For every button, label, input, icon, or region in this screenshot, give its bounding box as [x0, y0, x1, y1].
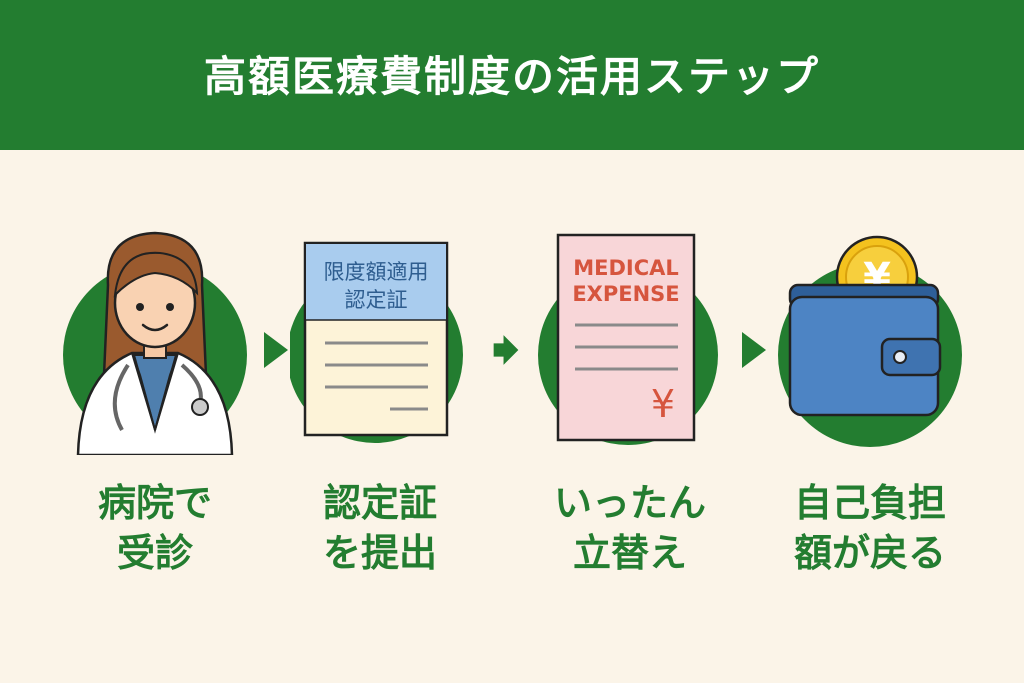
bill-line1: MEDICAL [573, 256, 679, 280]
bill-line2: EXPENSE [572, 282, 679, 306]
step-2-label-line1: 認定証 [322, 481, 437, 525]
certificate-document-icon: 限度額適用 認定証 [290, 241, 463, 443]
step-4-label-line2: 額が戻る [793, 531, 946, 575]
step-3-label: いったん 立替え [530, 478, 730, 578]
step-1-label: 病院で 受診 [55, 478, 255, 578]
step-1-label-line2: 受診 [116, 531, 193, 575]
arrow-right-icon [264, 332, 288, 368]
doctor-icon [63, 231, 247, 455]
arrow-right-icon [493, 335, 519, 365]
step-1-label-line1: 病院で [97, 481, 212, 525]
medical-bill-icon: MEDICAL EXPENSE ¥ [538, 233, 718, 445]
step-2: 限度額適用 認定証 [290, 225, 490, 455]
step-3-label-line1: いったん [553, 481, 706, 525]
step-3-label-line2: 立替え [572, 531, 687, 575]
yen-symbol: ¥ [651, 382, 675, 426]
step-3: MEDICAL EXPENSE ¥ [530, 225, 730, 455]
step-2-label: 認定証 を提出 [280, 478, 480, 578]
wallet-coin-icon: ¥ [778, 235, 962, 447]
doc-line1: 限度額適用 [324, 260, 429, 284]
step-4-label-line1: 自己負担 [793, 481, 946, 525]
step-4-label: 自己負担 額が戻る [770, 478, 970, 578]
doc-line2: 認定証 [345, 288, 408, 312]
page-title: 高額医療費制度の活用ステップ [203, 51, 820, 101]
step-1 [60, 225, 260, 455]
header-banner: 高額医療費制度の活用ステップ [0, 0, 1024, 150]
arrow-right-icon [742, 332, 766, 368]
step-4: ¥ [772, 225, 972, 455]
step-2-label-line2: を提出 [322, 531, 437, 575]
